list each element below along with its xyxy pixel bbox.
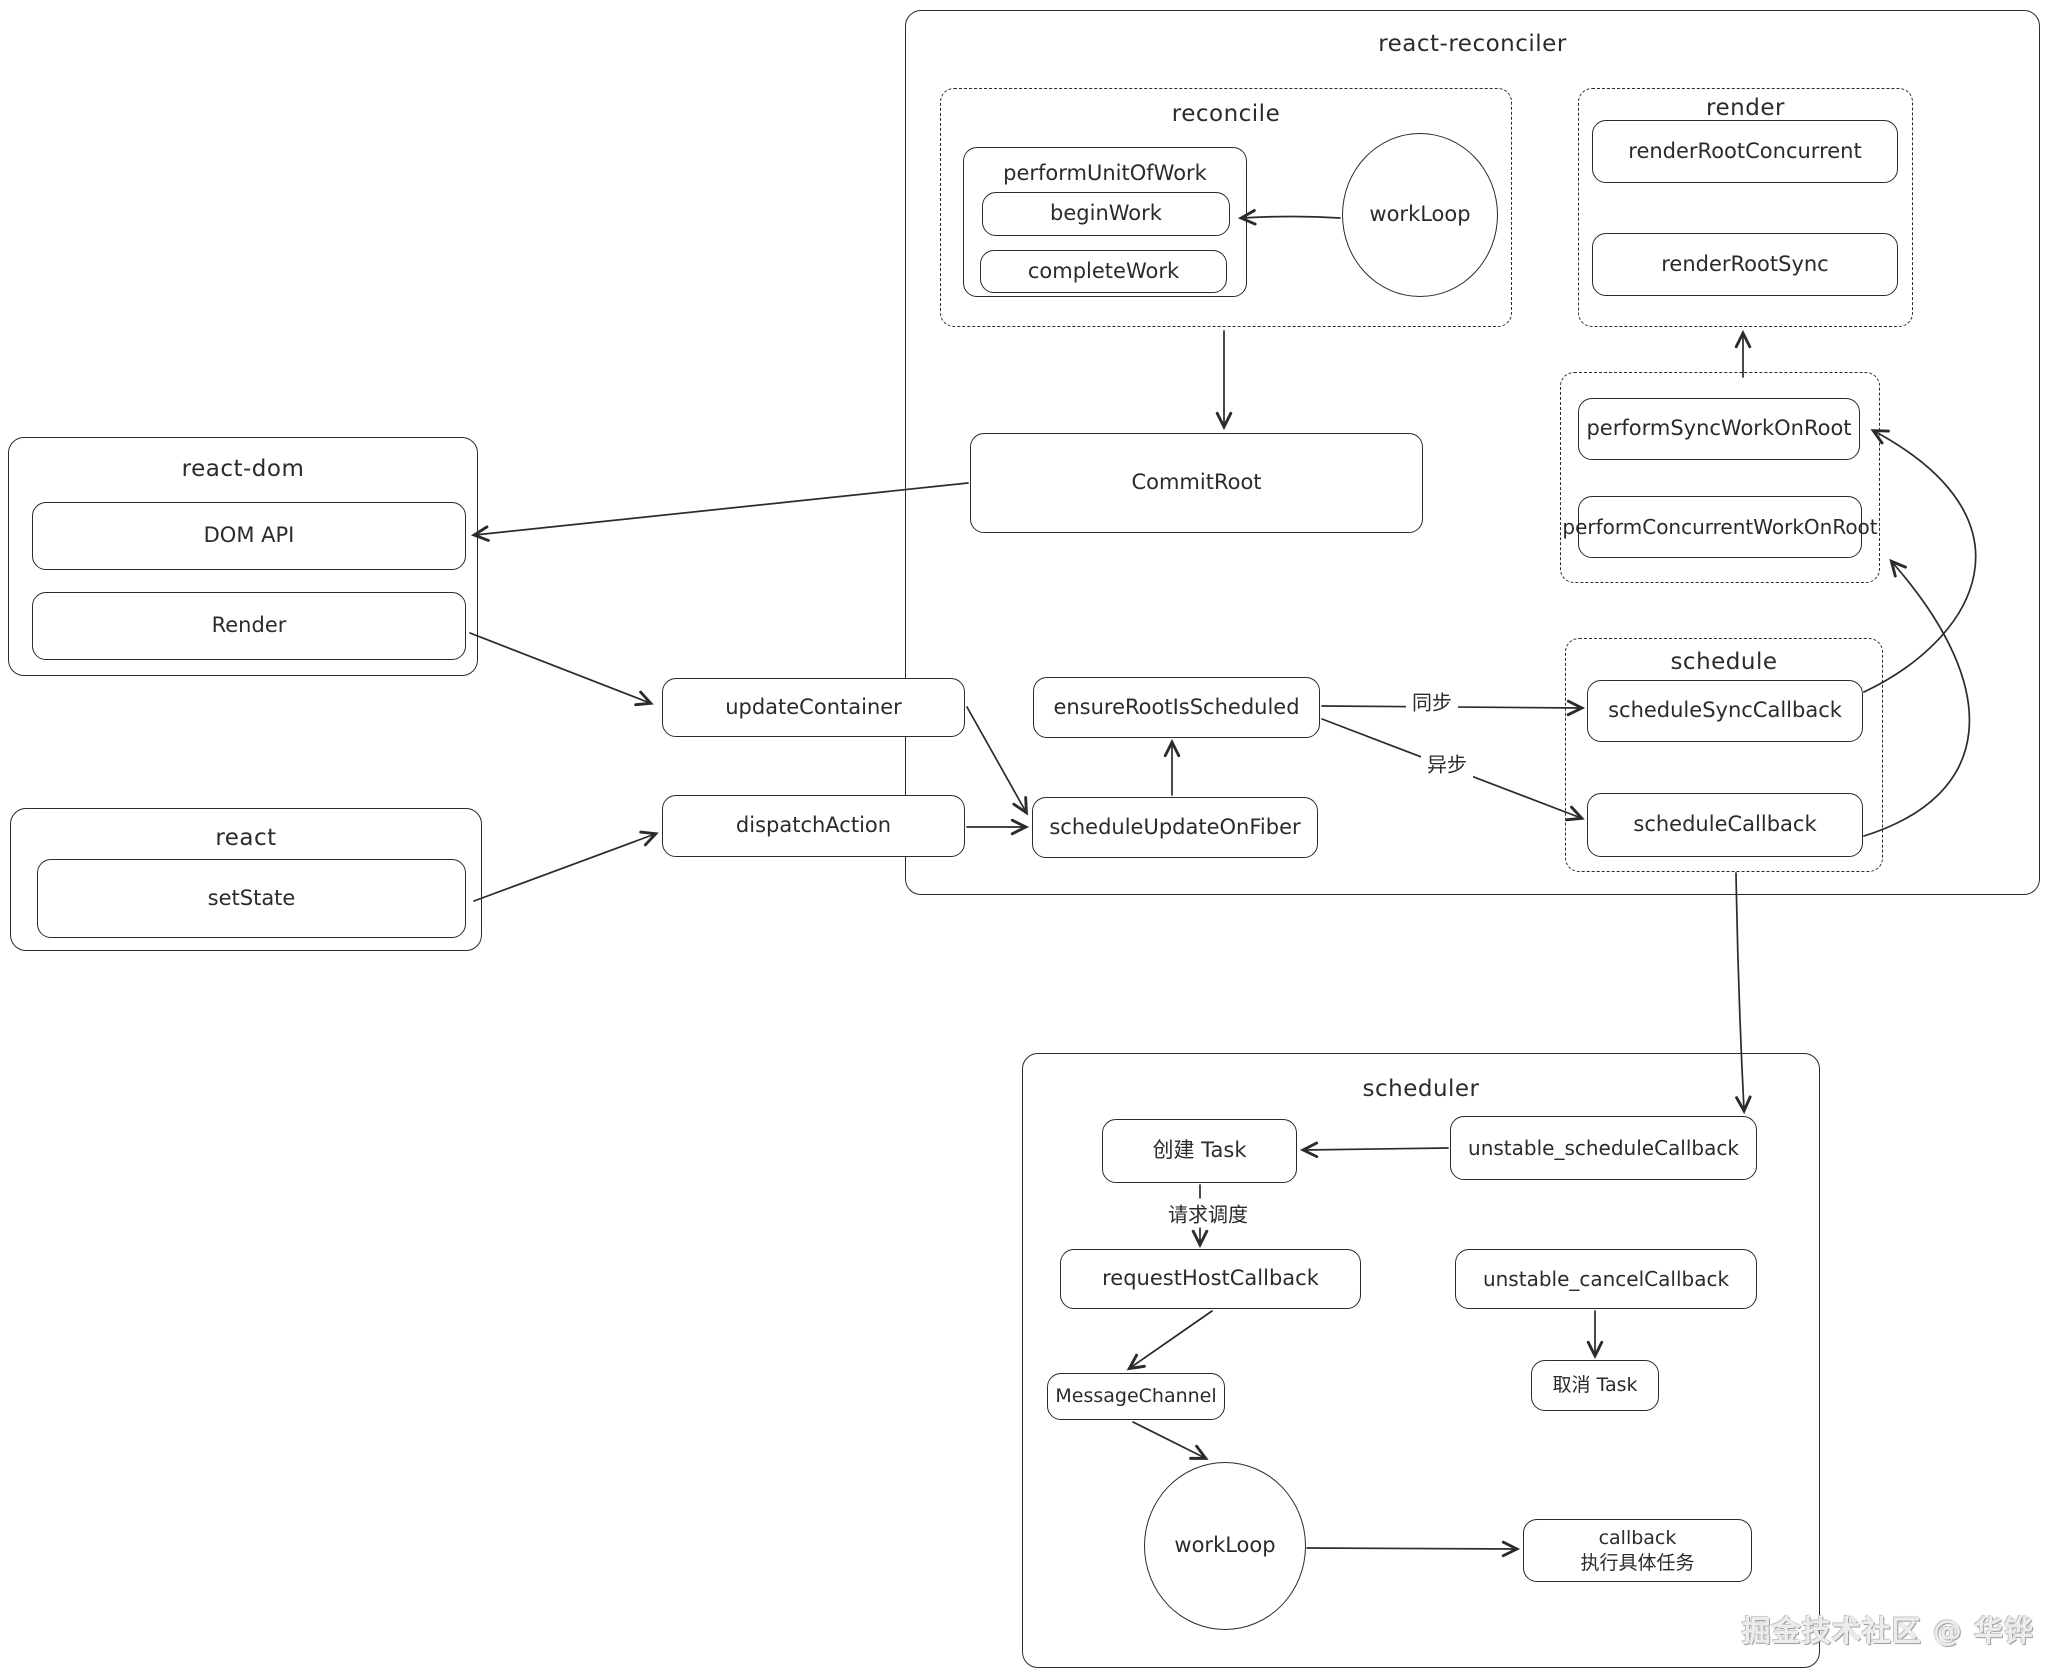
- node-label-perform-concurrent-work-on-root: performConcurrentWorkOnRoot: [1562, 515, 1878, 539]
- node-label-schedule-callback: scheduleCallback: [1633, 812, 1817, 837]
- node-cancel-task: 取消 Task: [1531, 1360, 1659, 1411]
- node-render-root-concurrent: renderRootConcurrent: [1592, 120, 1898, 183]
- panel-title-schedule: schedule: [1670, 649, 1778, 675]
- node-label-callback-run-task: callback 执行具体任务: [1580, 1526, 1695, 1574]
- node-label-dispatch-action: dispatchAction: [735, 813, 892, 838]
- node-label-render-method: Render: [211, 613, 287, 638]
- edge-label-request-schedule: 请求调度: [1162, 1198, 1254, 1228]
- node-label-create-task: 创建 Task: [1152, 1138, 1247, 1163]
- node-perform-sync-work-on-root: performSyncWorkOnRoot: [1578, 398, 1860, 460]
- arrow-commitroot-to-domapi: [470, 482, 969, 542]
- node-create-task: 创建 Task: [1102, 1119, 1297, 1183]
- panel-reconcile: reconcile: [940, 88, 1512, 327]
- node-label-commit-root: CommitRoot: [1131, 470, 1262, 495]
- node-schedule-callback: scheduleCallback: [1587, 793, 1863, 857]
- panel-title-render: render: [1706, 95, 1785, 121]
- node-schedule-update-on-fiber: scheduleUpdateOnFiber: [1032, 797, 1318, 858]
- node-label-unstable-schedule-callback: unstable_scheduleCallback: [1468, 1136, 1739, 1160]
- node-label-cancel-task: 取消 Task: [1552, 1374, 1638, 1397]
- node-render-root-sync: renderRootSync: [1592, 233, 1898, 296]
- node-ensure-root-is-scheduled: ensureRootIsScheduled: [1033, 677, 1320, 738]
- node-workloop-scheduler: workLoop: [1144, 1462, 1306, 1630]
- node-label-unstable-cancel-callback: unstable_cancelCallback: [1482, 1267, 1730, 1291]
- node-dispatch-action: dispatchAction: [662, 795, 965, 857]
- node-unstable-cancel-callback: unstable_cancelCallback: [1455, 1249, 1757, 1309]
- node-label-request-host-callback: requestHostCallback: [1102, 1266, 1319, 1291]
- node-commit-root: CommitRoot: [970, 433, 1423, 533]
- node-label-schedule-sync-callback: scheduleSyncCallback: [1608, 698, 1842, 723]
- panel-scheduler: scheduler: [1022, 1053, 1820, 1668]
- panel-react: react: [10, 808, 482, 951]
- panel-title-scheduler: scheduler: [1362, 1076, 1480, 1102]
- arrow-setstate-to-dispatchaction: [473, 830, 659, 902]
- node-label-update-container: updateContainer: [725, 694, 902, 719]
- node-dom-api: DOM API: [32, 502, 466, 570]
- node-label-render-root-concurrent: renderRootConcurrent: [1628, 138, 1862, 163]
- node-label-perform-unit-of-work: performUnitOfWork: [1003, 161, 1207, 185]
- node-render-method: Render: [32, 592, 466, 660]
- panel-react-dom: react-dom: [8, 437, 478, 676]
- node-label-schedule-update-on-fiber: scheduleUpdateOnFiber: [1049, 814, 1301, 839]
- node-label-dom-api: DOM API: [203, 523, 295, 548]
- panel-title-react: react: [215, 825, 277, 851]
- panel-render: render: [1578, 88, 1913, 327]
- node-label-render-root-sync: renderRootSync: [1661, 251, 1829, 276]
- node-request-host-callback: requestHostCallback: [1060, 1249, 1361, 1309]
- node-callback-run-task: callback 执行具体任务: [1523, 1519, 1752, 1582]
- node-label-ensure-root-is-scheduled: ensureRootIsScheduled: [1053, 694, 1300, 719]
- panel-title-reconcile: reconcile: [1171, 101, 1281, 127]
- node-workloop-reconciler: workLoop: [1342, 133, 1498, 297]
- node-label-workloop-reconciler: workLoop: [1369, 202, 1471, 227]
- arrow-render-to-updatecontainer: [469, 632, 654, 707]
- node-perform-concurrent-work-on-root: performConcurrentWorkOnRoot: [1562, 496, 1878, 558]
- node-unstable-schedule-callback: unstable_scheduleCallback: [1450, 1116, 1757, 1180]
- node-label-message-channel: MessageChannel: [1055, 1385, 1217, 1408]
- watermark: 掘金技术社区 @ 华铧: [1741, 1614, 2034, 1648]
- edge-label-async: 异步: [1421, 748, 1473, 778]
- node-label-set-state: setState: [207, 885, 296, 910]
- node-complete-work: completeWork: [980, 250, 1227, 293]
- node-label-complete-work: completeWork: [1027, 258, 1180, 283]
- node-set-state: setState: [37, 859, 466, 938]
- node-label-begin-work: beginWork: [1050, 201, 1162, 226]
- node-update-container: updateContainer: [662, 678, 965, 737]
- node-label-workloop-scheduler: workLoop: [1174, 1533, 1276, 1558]
- edge-label-sync: 同步: [1406, 686, 1458, 716]
- panel-title-react-reconciler: react-reconciler: [1378, 31, 1567, 57]
- node-begin-work: beginWork: [982, 192, 1230, 236]
- node-message-channel: MessageChannel: [1047, 1373, 1225, 1420]
- node-label-perform-sync-work-on-root: performSyncWorkOnRoot: [1586, 416, 1852, 441]
- panel-title-react-dom: react-dom: [181, 456, 305, 482]
- panel-react-reconciler: react-reconciler: [905, 10, 2040, 895]
- node-schedule-sync-callback: scheduleSyncCallback: [1587, 680, 1863, 742]
